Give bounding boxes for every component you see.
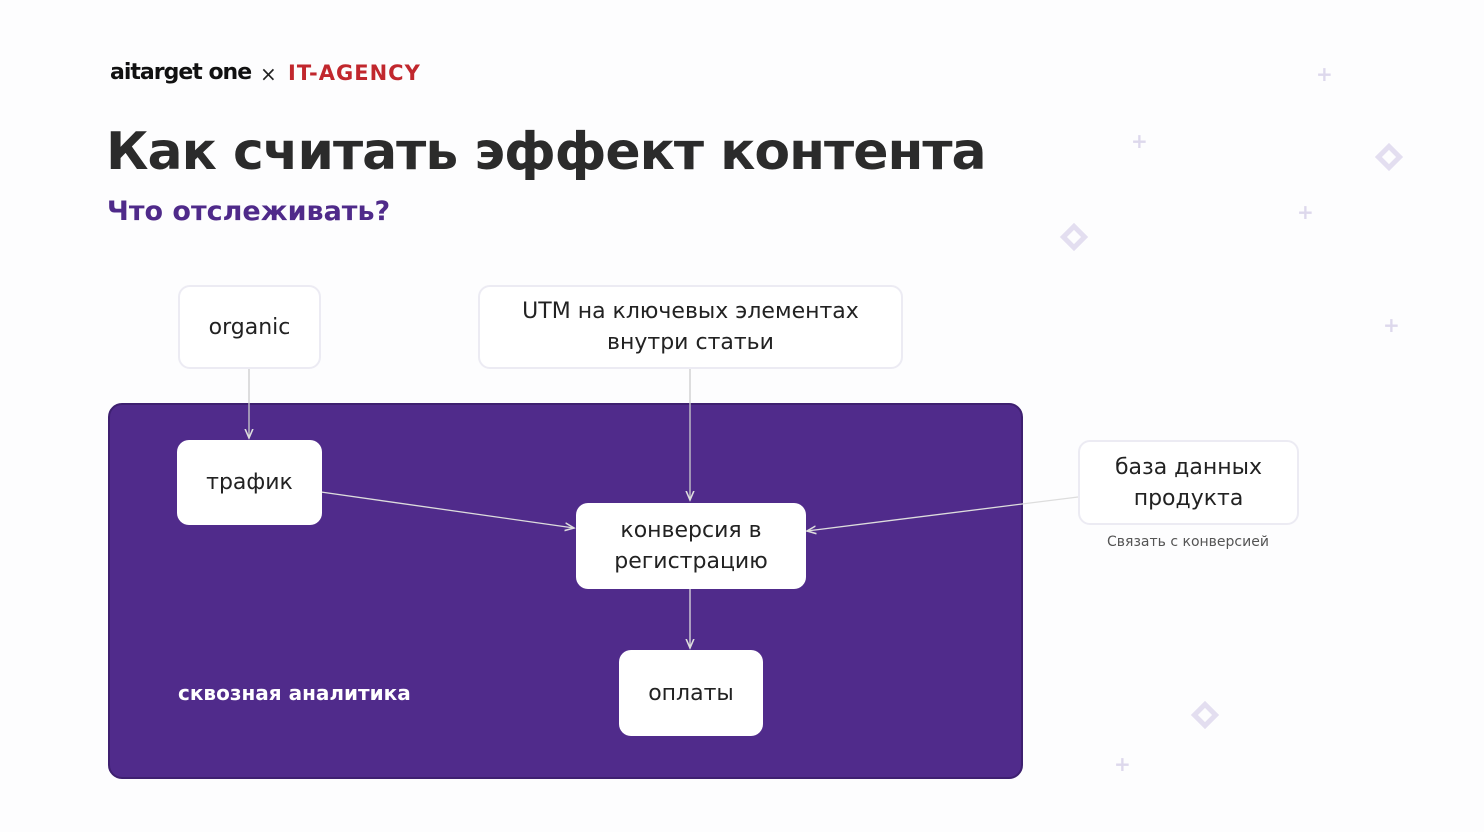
product-db-caption: Связать с конверсией xyxy=(1107,534,1269,550)
panel-label: сквозная аналитика xyxy=(178,681,411,705)
plus-decoration-icon: + xyxy=(1383,313,1400,337)
node-utm: UTM на ключевых элементах внутри статьи xyxy=(478,285,903,369)
node-product-db: база данных продукта xyxy=(1078,440,1299,525)
aitarget-logo: aitarget one xyxy=(110,60,252,85)
node-payments: оплаты xyxy=(619,650,763,736)
plus-decoration-icon: + xyxy=(1131,129,1148,153)
node-organic: organic xyxy=(178,285,321,369)
it-agency-logo: IT-AGENCY xyxy=(288,61,421,85)
node-conversion: конверсия в регистрацию xyxy=(576,503,806,589)
page-title: Как считать эффект контента xyxy=(106,122,987,182)
node-traffic: трафик xyxy=(177,440,322,525)
node-label: оплаты xyxy=(648,680,734,706)
node-label: база данных продукта xyxy=(1114,454,1263,511)
plus-decoration-icon: + xyxy=(1316,62,1333,86)
node-label: UTM на ключевых элементах внутри статьи xyxy=(522,299,859,355)
logo-separator: × xyxy=(260,62,277,86)
node-label: трафик xyxy=(206,470,293,495)
node-label: конверсия в регистрацию xyxy=(614,518,768,574)
plus-decoration-icon: + xyxy=(1297,200,1314,224)
node-label: organic xyxy=(208,314,291,340)
arrow-traffic-conversion xyxy=(320,491,574,528)
page-subtitle: Что отслеживать? xyxy=(107,196,391,227)
arrow-db-conversion xyxy=(807,496,1079,531)
plus-decoration-icon: + xyxy=(1114,752,1131,776)
